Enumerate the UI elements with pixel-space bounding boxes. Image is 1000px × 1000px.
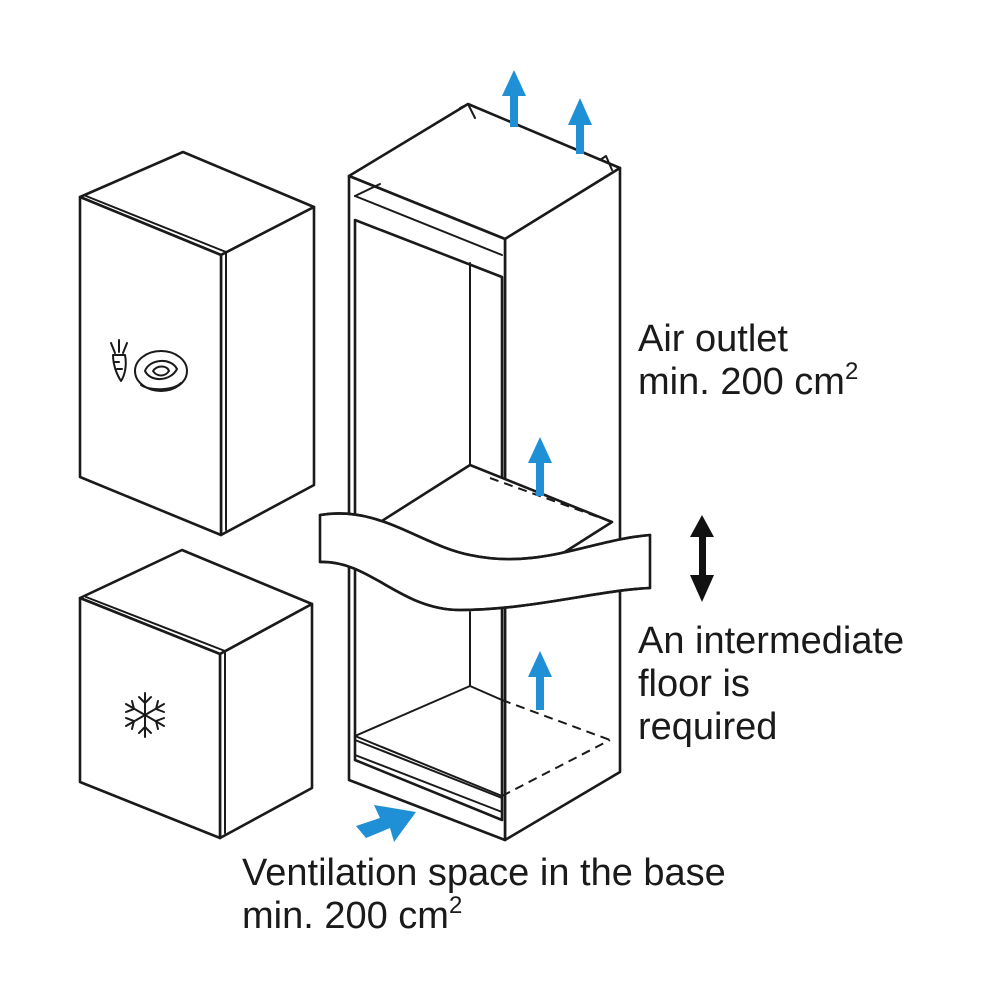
ventilation-label: Ventilation space in the base min. 200 c…: [242, 852, 726, 938]
installation-niche: [347, 102, 622, 842]
freezer-appliance: [78, 548, 314, 840]
fridge-appliance: [78, 150, 316, 537]
air-outlet-label: Air outlet min. 200 cm2: [638, 318, 858, 404]
arrow-up-icon: [502, 70, 526, 127]
intermediate-floor-line3: required: [638, 706, 778, 748]
arrow-up-icon: [528, 651, 552, 710]
ventilation-line2: min. 200 cm2: [242, 892, 463, 938]
break-lines: [318, 512, 652, 612]
arrow-inlet-icon: [356, 805, 416, 842]
intermediate-floor-label: An intermediate floor is required: [638, 620, 904, 749]
air-outlet-line2: min. 200 cm2: [638, 358, 859, 404]
arrow-up-icon: [568, 98, 592, 154]
vegetables-icon: [110, 339, 188, 392]
air-outlet-line1: Air outlet: [638, 318, 788, 360]
arrow-up-icon: [528, 437, 552, 496]
snowflake-icon: [125, 692, 165, 738]
intermediate-floor-line2: floor is: [638, 663, 750, 705]
intermediate-floor-line1: An intermediate: [638, 620, 905, 662]
ventilation-line1: Ventilation space in the base: [242, 852, 726, 894]
airflow-arrows: [356, 70, 592, 842]
double-arrow-vertical-icon: [690, 515, 714, 602]
